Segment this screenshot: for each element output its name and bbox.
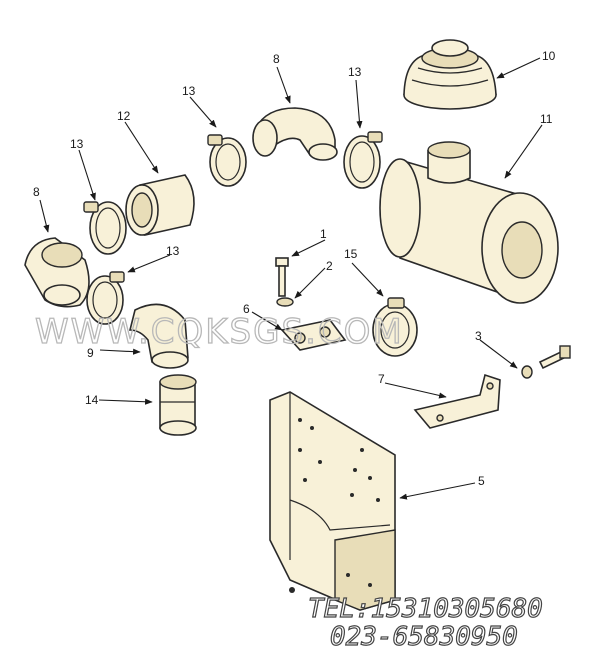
part-15-clamp-band — [372, 297, 418, 357]
callout-labels: 1 2 3 5 6 7 8 8 9 10 11 12 13 13 13 13 1… — [33, 49, 556, 488]
part-8-elbow-top — [252, 107, 338, 161]
part-2-washer — [276, 297, 294, 307]
part-9-elbow — [128, 303, 189, 369]
callout-7: 7 — [378, 372, 385, 386]
part-13-clamp-a — [207, 134, 247, 187]
callout-13-a: 13 — [182, 84, 196, 98]
part-3-bolt — [521, 345, 571, 379]
part-13-clamp-c — [83, 201, 127, 255]
part-12-tube — [125, 174, 195, 236]
callout-5: 5 — [478, 474, 485, 488]
part-1-bolt — [275, 257, 289, 297]
callout-8-left: 8 — [33, 185, 40, 199]
callout-6: 6 — [243, 302, 250, 316]
part-13-clamp-b — [343, 131, 383, 189]
part-14-tube — [159, 374, 197, 436]
callout-8-top: 8 — [273, 52, 280, 66]
part-8-elbow-left — [24, 237, 90, 308]
part-10-rain-cap — [403, 39, 497, 110]
part-13-clamp-d — [86, 271, 125, 325]
callout-2: 2 — [326, 259, 333, 273]
leader-lines — [39, 57, 543, 500]
part-7-strap — [413, 373, 501, 429]
callout-13-b: 13 — [348, 65, 362, 79]
callout-1: 1 — [320, 227, 327, 241]
part-11-air-cleaner — [379, 141, 559, 304]
callout-10: 10 — [542, 49, 556, 63]
callout-15: 15 — [344, 247, 358, 261]
callout-3: 3 — [475, 329, 482, 343]
watermark-phone: 023-65830950 — [330, 622, 518, 652]
callout-12: 12 — [117, 109, 131, 123]
part-5-mount-plate — [269, 391, 396, 611]
callout-9: 9 — [87, 346, 94, 360]
callout-11: 11 — [540, 112, 553, 126]
callout-14: 14 — [85, 393, 99, 407]
watermark-tel: TEL:15310305680 — [308, 594, 543, 624]
callout-13-c: 13 — [70, 137, 84, 151]
part-6-bracket — [280, 319, 347, 351]
watermark-site: WWW.CQKSGS.COM — [35, 312, 404, 352]
callout-13-d: 13 — [166, 244, 180, 258]
